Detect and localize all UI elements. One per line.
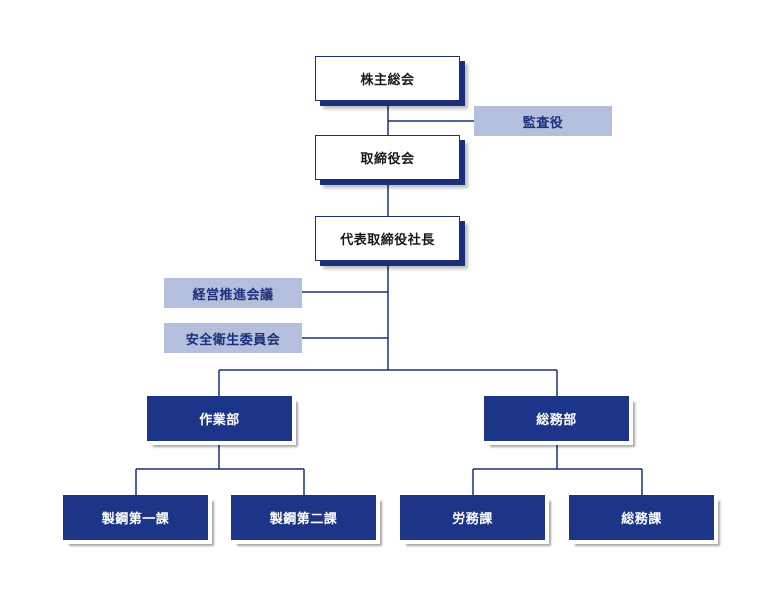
node-board-of-directors: 取締役会 [315, 135, 460, 180]
node-operations-dept: 作業部 [147, 396, 292, 441]
node-president: 代表取締役社長 [315, 216, 460, 261]
node-general-affairs-dept: 総務部 [484, 396, 629, 441]
node-safety-committee: 安全衛生委員会 [164, 323, 302, 353]
node-auditor: 監査役 [474, 106, 612, 136]
node-steel-section-1: 製鋼第一課 [63, 495, 208, 540]
node-steel-section-2: 製鋼第二課 [231, 495, 376, 540]
node-labor-section: 労務課 [400, 495, 545, 540]
node-general-affairs-section: 総務課 [569, 495, 714, 540]
node-management-meeting: 経営推進会議 [164, 278, 302, 308]
node-shareholders-meeting: 株主総会 [315, 56, 460, 101]
